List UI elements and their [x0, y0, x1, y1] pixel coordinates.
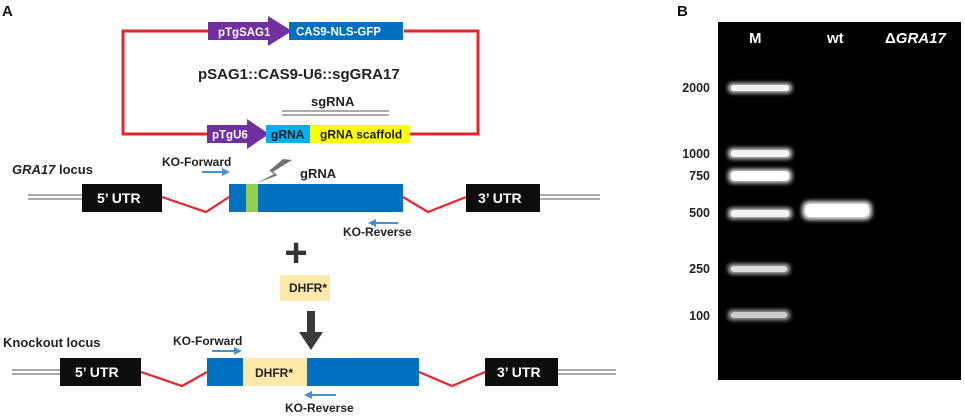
ladder-band-1000 — [728, 148, 792, 159]
ko-gene-body — [207, 358, 419, 386]
ko-utr3-box — [485, 358, 558, 386]
lane-label-m: M — [749, 30, 762, 47]
ladder-band-500 — [728, 208, 792, 219]
ladder-label-1000: 1000 — [682, 147, 710, 161]
promoter-sagl-label: pTgSAG1 — [218, 27, 271, 39]
ladder-label-100: 100 — [689, 309, 710, 323]
donor-section: + DHFR* — [280, 231, 330, 350]
cas9-label: CAS9-NLS-GFP — [296, 27, 381, 39]
ladder-band-2000 — [728, 83, 792, 93]
gra17-utr3-label: 3’ UTR — [478, 190, 522, 206]
sgrna-label: sgRNA — [311, 94, 355, 109]
gra17-locus: GRA17 locus 5’ UTR 3’ UTR gRNA KO-Forwar… — [12, 155, 600, 239]
gra17-locus-label: GRA17 locus — [12, 162, 93, 177]
dhfr-donor-label: DHFR* — [289, 281, 327, 295]
cas9-box — [289, 22, 403, 40]
grna-box-label: gRNA — [271, 128, 305, 142]
ladder-band-250 — [728, 264, 790, 274]
lane-label-dgra17: ΔGRA17 — [885, 30, 946, 47]
ladder-bands — [728, 83, 792, 320]
ladder-label-250: 250 — [689, 262, 710, 276]
plasmid-diagram: pTgSAG1 CAS9-NLS-GFP pSAG1::CAS9-U6::sgG… — [121, 16, 480, 149]
ladder-label-2000: 2000 — [682, 81, 710, 95]
panel-a-letter: A — [2, 3, 13, 20]
ko-reverse-label: KO-Reverse — [285, 401, 354, 415]
gra17-ko-reverse-label: KO-Reverse — [343, 225, 412, 239]
plasmid-loop — [121, 29, 480, 136]
dhfr-donor-box — [280, 275, 330, 301]
ko-dhfr-label: DHFR* — [255, 366, 293, 380]
ko-forward-label: KO-Forward — [173, 334, 242, 348]
ko-utr5-label: 5’ UTR — [75, 364, 119, 380]
panel-b-letter: B — [677, 3, 688, 20]
promoter-u6-arrow — [207, 119, 269, 149]
promoter-u6-label: pTgU6 — [212, 130, 248, 142]
plus-sign: + — [284, 231, 307, 275]
wt-band — [802, 201, 872, 220]
gra17-utr5-label: 5’ UTR — [97, 190, 141, 206]
gra17-utr5-box — [82, 184, 162, 212]
grna-box — [266, 125, 310, 143]
gra17-utr3-box — [466, 184, 540, 212]
ko-utr5-box — [60, 358, 141, 386]
knockout-locus-label: Knockout locus — [3, 335, 101, 350]
scaffold-label: gRNA scaffold — [320, 128, 402, 142]
grna-target-site — [246, 184, 258, 212]
lane-label-wt: wt — [826, 30, 844, 47]
ko-utr3-label: 3’ UTR — [497, 364, 541, 380]
gra17-grna-label: gRNA — [300, 166, 337, 181]
ladder-label-750: 750 — [689, 169, 710, 183]
ko-dhfr-insert — [243, 358, 307, 386]
ladder-band-100 — [728, 310, 790, 320]
ladder-label-500: 500 — [689, 206, 710, 220]
knockout-locus: Knockout locus 5’ UTR DHFR* 3’ UTR KO-Fo… — [3, 334, 616, 415]
down-arrow-icon — [299, 332, 323, 350]
scaffold-box — [310, 125, 410, 143]
ladder-band-750 — [728, 169, 792, 183]
plasmid-name: pSAG1::CAS9-U6::sgGRA17 — [198, 66, 400, 83]
gel-image: M wt ΔGRA17 2000 1000 750 500 250 100 — [682, 22, 961, 380]
gra17-ko-forward-label: KO-Forward — [162, 155, 231, 169]
cas9-cut-icon — [257, 159, 292, 183]
